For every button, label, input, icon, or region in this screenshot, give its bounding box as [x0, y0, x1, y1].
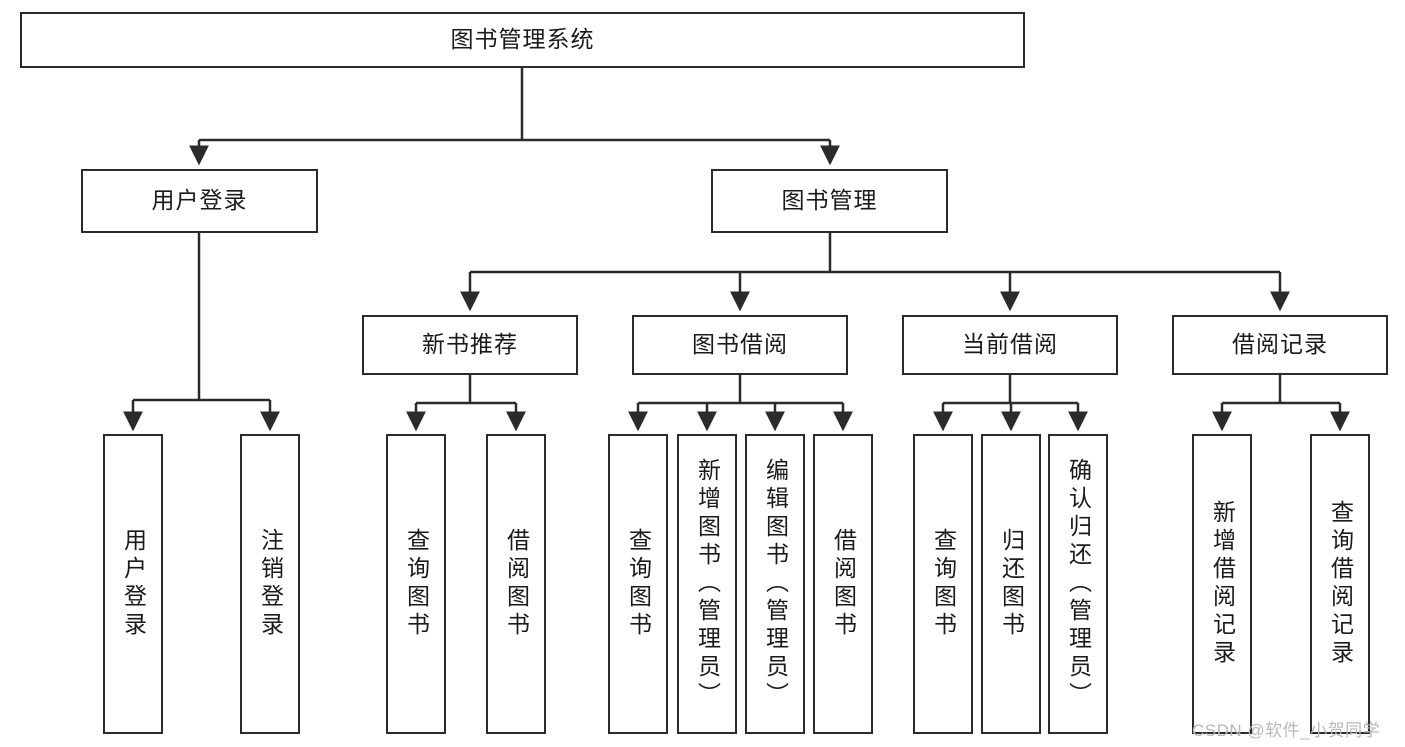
node-new-book-rec[interactable]: 新书推荐: [362, 315, 578, 375]
node-leaf-borrow-book-1[interactable]: 借阅图书: [486, 434, 546, 734]
node-leaf-edit-book-label: 编辑图书（管理员）: [762, 458, 789, 710]
node-leaf-query-book-3-label: 查询图书: [930, 528, 957, 640]
node-leaf-user-login-label: 用户登录: [120, 528, 147, 640]
node-leaf-confirm-return-label: 确认归还（管理员）: [1065, 458, 1092, 710]
node-leaf-query-book-1-label: 查询图书: [403, 528, 430, 640]
node-leaf-query-record[interactable]: 查询借阅记录: [1310, 434, 1370, 734]
node-book-manage-label: 图书管理: [781, 187, 878, 214]
node-leaf-confirm-return[interactable]: 确认归还（管理员）: [1048, 434, 1108, 734]
node-book-manage[interactable]: 图书管理: [711, 169, 948, 233]
node-leaf-borrow-book-2[interactable]: 借阅图书: [813, 434, 873, 734]
node-leaf-add-record[interactable]: 新增借阅记录: [1192, 434, 1252, 734]
node-book-borrow[interactable]: 图书借阅: [632, 315, 848, 375]
node-leaf-user-login[interactable]: 用户登录: [103, 434, 163, 734]
node-borrow-record[interactable]: 借阅记录: [1172, 315, 1388, 375]
node-user-login-label: 用户登录: [151, 187, 248, 214]
node-root-label: 图书管理系统: [450, 26, 595, 53]
node-leaf-query-book-2[interactable]: 查询图书: [608, 434, 668, 734]
node-leaf-add-book[interactable]: 新增图书（管理员）: [677, 434, 737, 734]
node-new-book-rec-label: 新书推荐: [422, 331, 518, 358]
node-leaf-query-book-2-label: 查询图书: [625, 528, 652, 640]
node-leaf-query-record-label: 查询借阅记录: [1327, 500, 1354, 668]
node-leaf-logout-label: 注销登录: [257, 528, 284, 640]
node-leaf-borrow-book-2-label: 借阅图书: [830, 528, 857, 640]
node-leaf-logout[interactable]: 注销登录: [240, 434, 300, 734]
node-borrow-record-label: 借阅记录: [1232, 331, 1328, 358]
node-leaf-add-record-label: 新增借阅记录: [1209, 500, 1236, 668]
node-current-borrow[interactable]: 当前借阅: [902, 315, 1118, 375]
node-leaf-query-book-3[interactable]: 查询图书: [913, 434, 973, 734]
node-leaf-query-book-1[interactable]: 查询图书: [386, 434, 446, 734]
watermark: CSDN @软件_小贺同学: [1192, 721, 1381, 740]
node-root[interactable]: 图书管理系统: [20, 12, 1025, 68]
node-leaf-edit-book[interactable]: 编辑图书（管理员）: [745, 434, 805, 734]
node-leaf-borrow-book-1-label: 借阅图书: [503, 528, 530, 640]
node-leaf-add-book-label: 新增图书（管理员）: [694, 458, 721, 710]
node-leaf-return-book-label: 归还图书: [998, 528, 1025, 640]
node-current-borrow-label: 当前借阅: [962, 331, 1058, 358]
node-book-borrow-label: 图书借阅: [692, 331, 788, 358]
node-leaf-return-book[interactable]: 归还图书: [981, 434, 1041, 734]
node-user-login[interactable]: 用户登录: [81, 169, 318, 233]
